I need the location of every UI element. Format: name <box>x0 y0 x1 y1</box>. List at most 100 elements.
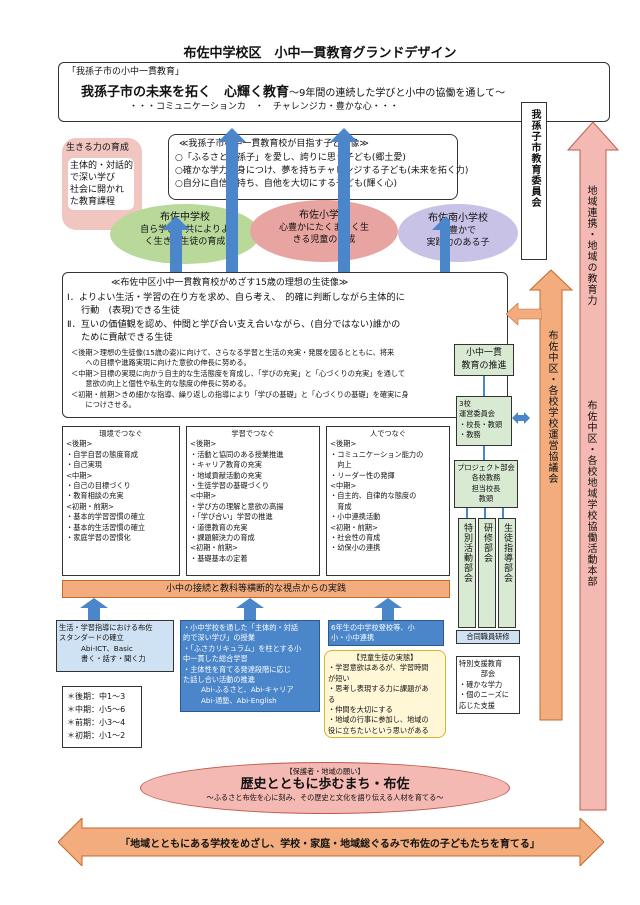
renkei-block: 6年生の中学校登校等、小 小・小中連携 <box>328 620 444 646</box>
column-line: ・自己実現 <box>66 460 102 470</box>
community-sub: ～ふるさと布佐を心に刻み、その歴史と文化を語り伝える人材を育てる～ <box>206 793 444 803</box>
ideal-p2: ために貢献できる生徒 <box>81 332 173 343</box>
ideal-note: への目標や進路実現に向けた意欲の伸長に努める。 <box>71 358 251 368</box>
column-line: ・道徳教育の充実 <box>190 522 248 532</box>
block-line: ・「ふさカリキュラム」を柱とする小 <box>183 643 302 653</box>
suishin-line: 教育の推進 <box>461 361 507 371</box>
column-line: <後期> <box>330 439 357 449</box>
ikiru-line: 主体的・対話的 <box>70 161 134 171</box>
project-box: プロジェクト部会 各校教務 担当校長 教頭 <box>454 460 518 508</box>
block-line: 生活・学習指導における布佐 <box>59 623 153 632</box>
org-connector <box>483 376 485 396</box>
period-item: ＊中期：小5～6 <box>67 705 126 714</box>
ideal-title: ≪布佐中区小中一貫教育校がめざす15歳の理想の生徒像≫ <box>111 278 349 288</box>
column-line: ・教育相談の充実 <box>66 491 124 501</box>
unei-box: 3校 運営委員会 ・校長・教頭 ・教務 <box>456 396 512 446</box>
vision-tag: 「我孫子市の小中一貫教育」 <box>67 67 185 77</box>
block-line: ・小中学校を通した「主体的・対話 <box>183 623 299 632</box>
child-image-item: ○自分に自信を持ち、自他を大切にする子ども(輝く心) <box>175 179 397 189</box>
project-line: 担当校長 <box>471 483 501 493</box>
block-line: た話し合い活動の推進 <box>183 675 255 685</box>
column-line: <初期・前期> <box>66 501 114 511</box>
column-body: <後期> ・コミュニケーション能力の 向上 ・リーダー性の発揮 <中期> ・自主… <box>327 439 449 553</box>
project-line: 各校教務 <box>471 473 501 483</box>
vision-main-text: 我孫子市の未来を拓く 心輝く教育 <box>81 85 290 100</box>
ikiru-line: 社会に開かれ <box>70 185 125 195</box>
ideal-note: ＜後期＞理想の生徒像(15歳の姿)に向けて、さらなる学習と生活の充実・発展を図る… <box>71 348 395 357</box>
column-line: ・「学び合い」学習の推進 <box>190 512 273 522</box>
org-connector <box>483 446 485 460</box>
column-line: ・コミュニケーション能力の <box>330 449 424 459</box>
block-line: Abi-ICT、Basic <box>81 643 133 653</box>
school-goal-line: く生きる生徒の育成 <box>144 237 226 247</box>
column-line: 向上 <box>330 460 352 470</box>
column-line: ・生徒学習の基礎づくり <box>190 481 270 491</box>
column-line: ・基本的学習習慣の確立 <box>66 512 146 522</box>
column-line: ・基本的生活習慣の確立 <box>66 522 146 532</box>
column-env: 環境でつなぐ <後期> ・自学自習の態度育成 ・自己実現 <中期> ・自己の目標… <box>62 426 180 576</box>
situation-line: ・思考し表現する力に課題があ <box>328 684 429 694</box>
block-line: 的で深い学び」の授業 <box>183 633 255 643</box>
block-line: 中一貫した総合学習 <box>183 654 248 664</box>
child-image-item: ○「ふるさと我孫子」を愛し、誇りに思う子ども(郷土愛) <box>175 153 406 163</box>
vision-banner: 「我孫子市の小中一貫教育」 我孫子市の未来を拓く 心輝く教育～9年間の連続した学… <box>58 62 610 122</box>
block-line: スタンダードの確立 <box>59 633 124 643</box>
column-body: <後期> ・自学自習の態度育成 ・自己実現 <中期> ・自己の目標づくり ・教育… <box>63 439 179 543</box>
child-image-title: ≪我孫子市小中一貫教育校が目指す子ども像≫ <box>179 139 369 149</box>
bukai-kenshu: 研修部会 <box>478 518 496 628</box>
column-line: ・リーダー性の発揮 <box>330 470 395 480</box>
up-arrows <box>162 128 450 272</box>
fusa-standard-block: 生活・学習指導における布佐 スタンダードの確立 Abi-ICT、Basic 書く… <box>56 620 174 672</box>
column-line: ・家庭学習の習慣化 <box>66 533 131 543</box>
bukai-label: 特別活動部会 <box>462 523 472 583</box>
board-of-education: 我孫子市教育委員会 <box>521 102 547 260</box>
unei-line: 運営委員会 <box>459 409 495 419</box>
ikiru-body: 主体的・対話的 で深い学び 社会に開かれ た教育課程 <box>68 158 134 210</box>
project-line: 教頭 <box>478 494 494 504</box>
school-name: 布佐小学校 <box>299 210 349 221</box>
column-study: 学習でつなぐ <後期> ・活動と協同のある授業推進 ・キャリア教育の充実 ・地域… <box>186 426 320 576</box>
situation-line: 役に立ちたいという思いがある <box>328 725 429 735</box>
column-line: <中期> <box>190 491 217 501</box>
ikiru-title: 生きる力の育成 <box>66 143 129 153</box>
bukai-label: 研修部会 <box>482 523 492 563</box>
bukai-label: 生徒指導部会 <box>502 523 512 583</box>
org-connector <box>484 508 486 518</box>
situation-line: る <box>328 694 336 704</box>
column-line: ・学び方の理解と意欲の高揚 <box>190 501 284 511</box>
community-wish: 【保護者・地域の願い】 歴史とともに歩むまち・布佐 ～ふるさと布佐を心に刻み、そ… <box>140 762 510 814</box>
unei-line: ・校長・教頭 <box>459 419 503 429</box>
child-image-item: ○確かな学力を身につけ、夢を持ちチャレンジする子ども(未来を拓く力) <box>175 166 469 176</box>
period-item: ＊後期：中1～3 <box>67 692 126 701</box>
column-line: ・基礎基本の定着 <box>190 553 248 563</box>
school-goal-line: きる児童の育成 <box>292 235 356 245</box>
block-line: Abi-ふるさと、Abi-キャリア <box>201 685 294 695</box>
project-line: プロジェクト部会 <box>457 463 515 472</box>
ikiru-line: た教育課程 <box>70 197 116 207</box>
board-label: 我孫子市教育委員会 <box>529 109 540 208</box>
community-main: 歴史とともに歩むまち・布佐 <box>240 777 410 793</box>
column-title: 人でつなぐ <box>370 429 406 438</box>
school-name: 布佐中学校 <box>160 212 210 223</box>
tokubetsu-line: 応じた支援 <box>459 700 495 710</box>
period-item: ＊前期：小3～4 <box>67 718 126 727</box>
footer-text: 「地域とともにある学校をめざし、学校・家庭・地域総ぐるみで布佐の子どもたちを育て… <box>120 839 540 850</box>
org-connector <box>502 508 504 518</box>
column-line: ・小中連携活動 <box>330 512 381 522</box>
column-line: ・キャリア教育の充実 <box>190 460 262 470</box>
column-line: ・社会性の育成 <box>330 533 381 543</box>
column-line: ・自主的、自律的な態度の <box>330 491 417 501</box>
situation-title: 【児童生徒の実態】 <box>352 653 418 662</box>
block-line: ・主体性を育てる発達段階に応じ <box>183 664 291 674</box>
column-line: ・課題解決力の育成 <box>190 533 255 543</box>
tokubetsu-box: 特別支援教育 部会 ・確かな学力 ・個のニーズに 応じた支援 <box>456 656 520 714</box>
column-line: ・幼保小の連携 <box>330 543 381 553</box>
ikiru-bubble: 生きる力の育成 主体的・対話的 で深い学び 社会に開かれ た教育課程 <box>62 138 142 230</box>
ideal-notes: ＜後期＞理想の生徒像(15歳の姿)に向けて、さらなる学習と生活の充実・発展を図る… <box>71 348 501 410</box>
school-goal-line: 心豊かにたくましく生 <box>278 223 369 233</box>
column-line: ・地域貢献活動の充実 <box>190 470 262 480</box>
column-line: <後期> <box>66 439 93 449</box>
column-line: ・活動と協同のある授業推進 <box>190 449 284 459</box>
region-label-top: 地域連携・地域の教育力 <box>585 185 596 306</box>
block-line: 書く・話す・聞く力 <box>81 654 146 664</box>
